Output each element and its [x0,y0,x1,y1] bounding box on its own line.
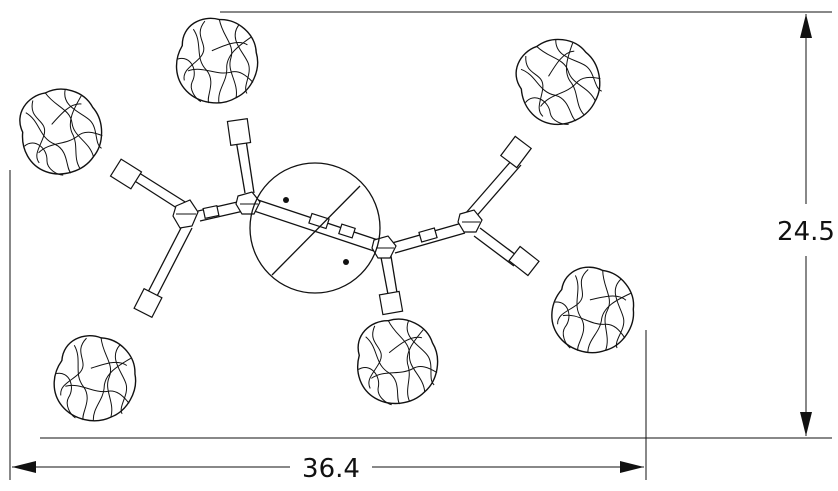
junction-hubs [172,191,483,259]
height-label: 24.5 [777,217,835,247]
canopy [249,162,381,294]
shade-bottom-center [353,315,442,409]
shade-top-right [504,25,615,138]
shade-top-left [10,79,112,184]
width-label: 36.4 [302,454,360,484]
height-dimension: 24.5 [40,11,835,439]
shade-bottom-left [45,327,147,432]
shade-right [540,257,647,366]
width-dimension: 36.4 [9,170,647,484]
shade-top [169,12,266,111]
sockets [109,118,540,319]
